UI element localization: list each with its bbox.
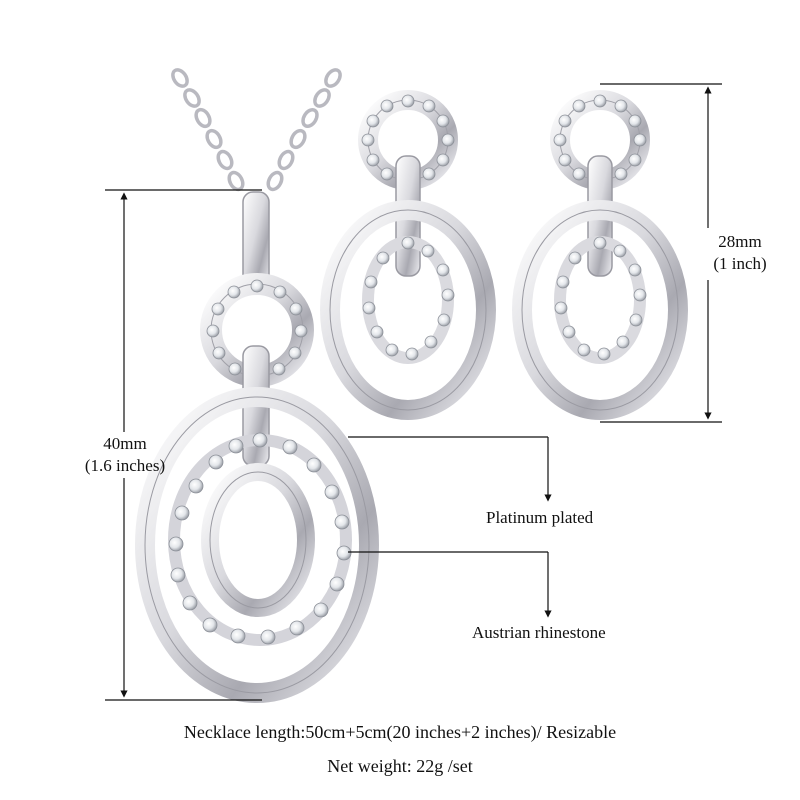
callout-platinum-line <box>348 436 552 502</box>
earring-right <box>512 90 688 420</box>
rhinestone-ring-large <box>168 432 352 645</box>
necklace-height-inches: (1.6 inches) <box>84 456 166 475</box>
necklace-dimension-line <box>105 189 262 701</box>
earring-dimension-line <box>600 83 722 423</box>
necklace-height-mm: 40mm <box>103 434 147 453</box>
callout-platinum-plated: Platinum plated <box>486 508 594 527</box>
necklace-chain <box>171 68 342 192</box>
callout-rhinestone-line <box>348 551 552 618</box>
callout-austrian-rhinestone: Austrian rhinestone <box>472 623 606 642</box>
earring-left <box>320 90 496 420</box>
rhinestone-ring-small <box>206 279 308 376</box>
necklace-length-text: Necklace length:50cm+5cm(20 inches+2 inc… <box>183 722 617 742</box>
earring-height-inches: (1 inch) <box>713 254 767 273</box>
earring-height-mm: 28mm <box>718 232 762 251</box>
necklace-pendant <box>135 191 379 703</box>
net-weight-text: Net weight: 22g /set <box>327 756 473 776</box>
